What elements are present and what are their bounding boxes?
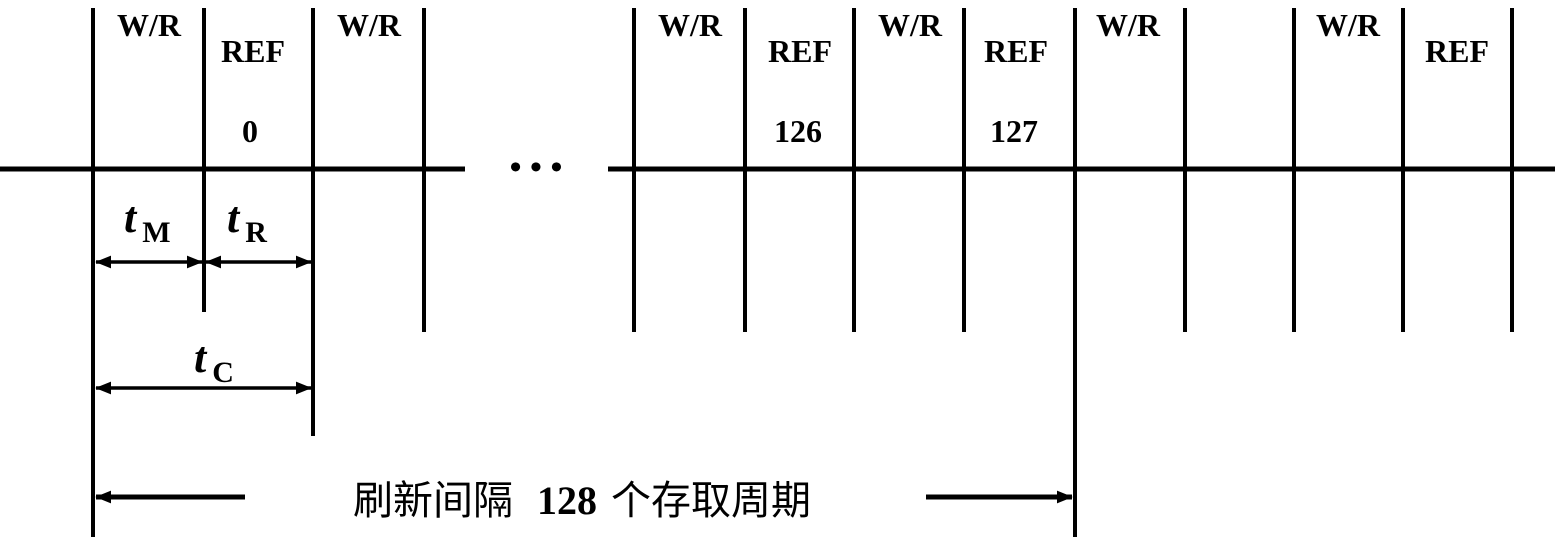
slot-label: W/R <box>117 7 182 43</box>
slot-label: REF <box>768 33 832 69</box>
slot-label: REF <box>984 33 1048 69</box>
slot-label: REF <box>1425 33 1489 69</box>
slot-number: 126 <box>774 113 822 149</box>
slot-label: W/R <box>878 7 943 43</box>
slot-label: W/R <box>337 7 402 43</box>
slot-label: W/R <box>1316 7 1381 43</box>
slot-number: 0 <box>242 113 258 149</box>
slot-label: W/R <box>658 7 723 43</box>
slot-label: REF <box>221 33 285 69</box>
slot-number: 127 <box>990 113 1038 149</box>
slot-label: W/R <box>1096 7 1161 43</box>
ellipsis: • • • <box>510 149 563 186</box>
